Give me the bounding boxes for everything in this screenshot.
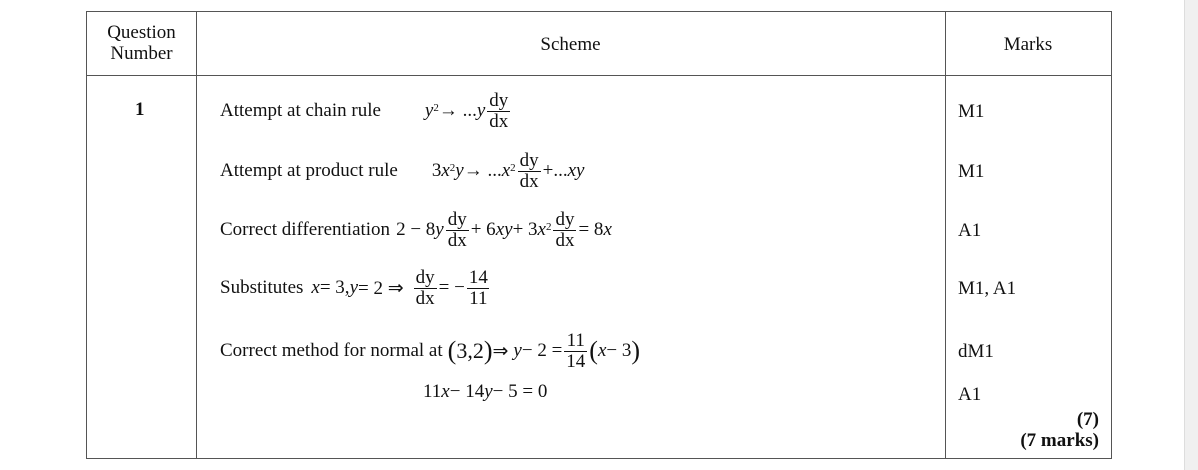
math: ( [589,336,598,365]
header-scheme: Scheme [540,34,601,55]
math: xy [495,219,513,240]
math: y [435,219,444,240]
mark-scheme-table: Question Number Scheme Marks 1 Attempt a… [86,11,1112,459]
math: 2 [433,102,439,114]
math: − 14 [449,381,485,402]
total-marks: (7 marks) [1020,430,1099,451]
scheme-label: Correct method for normal at [220,340,443,361]
numerator: dy [519,149,539,171]
math: = 8 [578,219,604,240]
scrollbar[interactable] [1184,0,1198,470]
numerator: dy [555,208,575,230]
math: 3,2 [456,338,484,363]
math: 2 [545,221,552,233]
denominator: dx [553,229,577,251]
math: ⇒ [492,340,509,362]
denominator: 14 [564,350,588,372]
math: y [349,277,358,298]
mark: M1 [958,101,985,122]
math: 2 [510,162,516,174]
math: x [501,160,511,181]
subtotal: (7) [1076,409,1099,430]
marks-total: (7) (7 marks) [1020,409,1099,451]
header-divider [87,75,1111,76]
question-number: 1 [135,99,145,120]
math: − 3 [606,340,632,361]
column-divider [196,12,197,458]
math: 2 [449,162,456,174]
denominator: 11 [467,287,490,309]
header-text: Number [110,43,173,64]
mark: M1, A1 [958,278,1017,299]
mark: dM1 [958,341,994,362]
math: xy [567,160,585,181]
math: 11 [423,381,442,402]
math: y [424,100,434,121]
denominator: dx [517,170,541,192]
denominator: dx [445,229,469,251]
header-marks: Marks [1003,34,1053,55]
math: ( [447,336,457,365]
math: + 3 [512,219,538,240]
math: ) [631,336,641,365]
math: x [441,160,450,181]
math: → ... [438,100,477,121]
header-text: Question [107,22,176,43]
mark: A1 [958,384,982,405]
scheme-label: Attempt at product rule [220,160,398,181]
column-divider [945,12,946,458]
math: x [311,277,320,298]
numerator: dy [447,208,467,230]
denominator: dx [487,110,511,132]
header-question-number: Question Number [87,22,196,64]
numerator: 14 [468,266,488,288]
math: → ... [463,160,502,181]
math: = 2 ⇒ [358,277,404,299]
mark: M1 [958,161,985,182]
math: y [484,381,493,402]
scheme-label: Correct differentiation [220,219,391,240]
math: = − [438,277,465,298]
math: y [476,100,486,121]
math: − 2 = [521,340,563,361]
math: 3 [431,160,442,181]
scheme-row: Correct method for normal at (3,2) ⇒y − … [220,326,640,376]
numerator: 11 [566,329,585,351]
math: + 6 [470,219,496,240]
math: 2 − 8 [396,219,436,240]
mark: A1 [958,220,982,241]
math: x [441,381,450,402]
math: x [537,219,546,240]
numerator: dy [489,89,509,111]
scheme-label: Substitutes [220,277,304,298]
math: x [597,340,607,361]
math: = 3, [319,277,350,298]
math: y [455,160,464,181]
math: − 5 = 0 [492,381,548,402]
math: ) [483,336,493,365]
math: x [603,219,612,240]
scheme-label: Attempt at chain rule [220,100,381,121]
denominator: dx [413,287,437,309]
math: y [513,340,522,361]
math: +... [542,160,568,181]
numerator: dy [415,266,435,288]
